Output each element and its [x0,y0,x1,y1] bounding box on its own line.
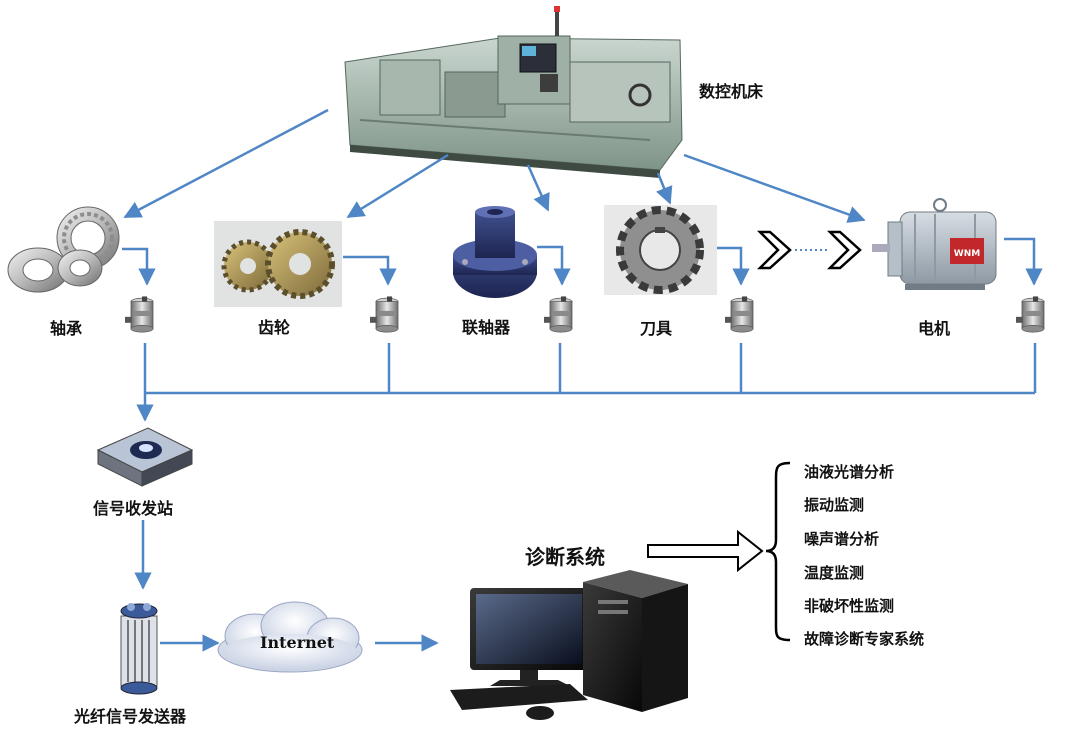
fiber-transmitter-image [120,603,158,695]
motor-brand-text: WNM [954,249,980,259]
method-item: 振动监测 [804,496,865,514]
sensor-coupling [544,295,573,333]
bearing-image [7,206,120,293]
component-label-tool: 刀具 [640,319,673,338]
component-label-motor: 电机 [918,319,951,338]
gear-image [214,221,342,307]
station-label: 信号收发站 [93,499,174,518]
chevrons [756,230,862,270]
component-label-coupling: 联轴器 [462,318,511,337]
internet-label: Internet [260,633,335,652]
sensor-arrows [122,237,1043,286]
fiber-transmitter-label: 光纤信号发送器 [74,707,187,726]
diagnosis-label: 诊断系统 [525,545,605,569]
cnc-machine-image [344,6,683,178]
component-label-bearing: 轴承 [50,319,83,338]
method-item: 非破坏性监测 [804,597,895,615]
methods-brace [765,461,791,642]
sensor-gear [370,295,399,333]
machine-arrows [123,108,866,223]
method-item: 故障诊断专家系统 [804,630,925,648]
diagnosis-hollow-arrow [647,529,764,573]
method-item: 温度监测 [804,564,865,582]
sensor-bearing [125,295,154,333]
signal-bus [136,343,1037,422]
cutting-tool-image [604,205,717,295]
computer-image [450,570,688,720]
method-item: 油液光谱分析 [804,463,895,481]
motor-image: WNM [872,198,997,290]
component-label-gear: 齿轮 [258,318,291,337]
machine-label: 数控机床 [699,82,764,101]
method-item: 噪声谱分析 [804,530,880,548]
signal-station-image [96,427,194,487]
sensor-tool [725,295,754,333]
sensor-motor [1016,295,1045,333]
coupling-image [453,206,537,298]
internet-cloud-image [217,601,363,673]
